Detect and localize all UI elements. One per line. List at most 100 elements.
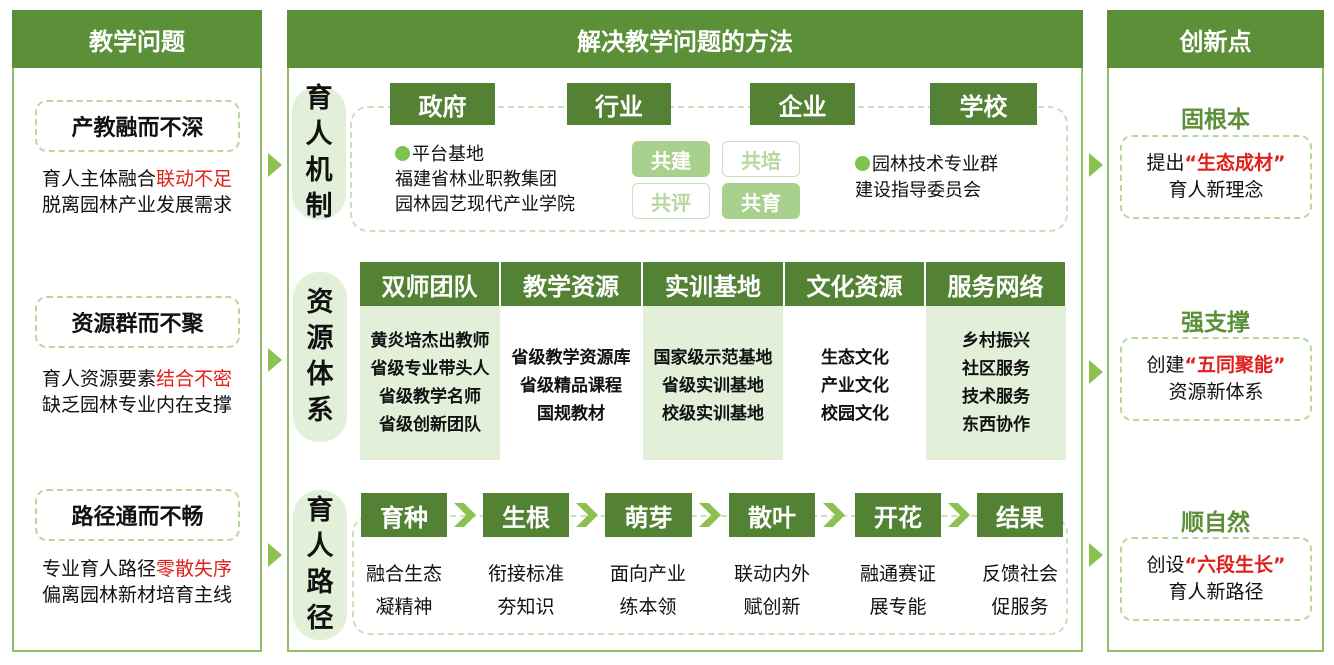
resource-head: 服务网络	[926, 262, 1065, 306]
arrow-right-icon	[268, 348, 282, 372]
resource-item: 东西协作	[962, 415, 1030, 435]
resource-column: 省级教学资源库省级精品课程国规教材	[501, 306, 641, 460]
char: 径	[306, 603, 334, 634]
pill-co-build: 共建	[632, 141, 710, 177]
innovation-title: 顺自然	[1181, 510, 1250, 536]
committee-text: 园林技术专业群	[872, 154, 998, 175]
problem-title: 资源群而不聚	[35, 296, 240, 348]
resource-column: 国家级示范基地省级实训基地校级实训基地	[643, 306, 783, 460]
problem-desc: 偏离园林新材培育主线	[41, 584, 232, 606]
resource-head: 实训基地	[643, 262, 783, 306]
char: 系	[306, 395, 334, 426]
resources-label: 资源体系	[293, 272, 347, 442]
mechanism-container	[350, 106, 1068, 232]
highlight-text: “五同聚能”	[1184, 354, 1286, 376]
step-desc: 反馈社会促服务	[965, 558, 1075, 624]
highlight-text: 结合不密	[156, 368, 233, 390]
text: 创建	[1146, 354, 1185, 376]
resource-item: 省级实训基地	[662, 376, 764, 396]
resource-item: 产业文化	[821, 376, 889, 396]
step-line: 融通赛证	[859, 563, 936, 585]
resource-column: 黄炎培杰出教师省级专业带头人省级教学名师省级创新团队	[360, 306, 500, 460]
resource-head: 文化资源	[785, 262, 924, 306]
problem-desc: 专业育人路径零散失序	[12, 554, 262, 581]
resource-item: 校园文化	[821, 404, 889, 424]
path-container	[352, 515, 1068, 635]
step-line: 赋创新	[743, 596, 801, 618]
step-line: 夯知识	[497, 596, 555, 618]
text: 育人资源要素	[41, 368, 156, 390]
char: 机	[305, 155, 333, 186]
step-desc: 融通赛证展专能	[843, 558, 953, 624]
arrow-right-icon	[268, 153, 282, 177]
resource-item: 省级教学资源库	[511, 348, 631, 368]
problem-title: 路径通而不畅	[35, 489, 240, 541]
resource-item: 校级实训基地	[662, 404, 764, 424]
step-desc: 面向产业练本领	[593, 558, 703, 624]
arrow-right-icon	[1089, 543, 1103, 567]
methods-header: 解决教学问题的方法	[287, 10, 1083, 68]
char: 源	[306, 323, 334, 354]
char: 体	[306, 359, 334, 390]
step-line: 衔接标准	[487, 563, 564, 585]
problem-desc: 缺乏园林专业内在支撑	[41, 394, 232, 416]
resource-item: 省级创新团队	[379, 415, 481, 435]
mechanism-label: 育人机制	[292, 83, 346, 222]
char: 制	[305, 191, 333, 222]
text: 育人新路径	[1168, 581, 1264, 603]
step-tag: 生根	[483, 493, 569, 537]
platform-block: 平台基地 福建省林业职教集团 园林园艺现代产业学院	[395, 142, 575, 217]
innovations-header: 创新点	[1107, 10, 1324, 68]
highlight-text: “六段生长”	[1184, 554, 1286, 576]
resource-item: 乡村振兴	[962, 331, 1030, 351]
pill-co-train: 共培	[722, 141, 800, 177]
step-line: 联动内外	[733, 563, 810, 585]
text: 专业育人路径	[41, 558, 156, 580]
platform-title: 平台基地	[412, 144, 484, 165]
problem-title: 产教融而不深	[35, 100, 240, 152]
text: 创设	[1146, 554, 1185, 576]
resource-item: 生态文化	[821, 348, 889, 368]
tag-government: 政府	[390, 83, 495, 125]
step-line: 融合生态	[365, 563, 442, 585]
innovation-title: 强支撑	[1181, 310, 1250, 336]
step-line: 练本领	[619, 596, 677, 618]
step-tag: 开花	[855, 493, 941, 537]
resource-head: 教学资源	[501, 262, 641, 306]
path-label: 育人路径	[293, 490, 347, 640]
resource-column: 生态文化产业文化校园文化	[785, 306, 925, 460]
highlight-text: 零散失序	[156, 558, 233, 580]
char: 资	[306, 287, 334, 318]
tag-industry: 行业	[567, 83, 671, 125]
innovation-title: 固根本	[1181, 107, 1250, 133]
resource-column: 乡村振兴社区服务技术服务东西协作	[926, 306, 1066, 460]
innovation-box: 创建“五同聚能” 资源新体系	[1120, 337, 1312, 421]
char: 路	[306, 567, 334, 598]
methods-panel: 解决教学问题的方法	[287, 10, 1083, 652]
problems-header: 教学问题	[12, 10, 262, 68]
bullet-dot-icon	[855, 156, 870, 171]
tag-enterprise: 企业	[750, 83, 855, 125]
step-desc: 联动内外赋创新	[717, 558, 827, 624]
step-desc: 衔接标准夯知识	[471, 558, 581, 624]
platform-item: 园林园艺现代产业学院	[395, 194, 575, 215]
char: 人	[305, 119, 333, 150]
char: 育	[306, 495, 334, 526]
pill-co-educate: 共育	[722, 183, 800, 219]
text: 资源新体系	[1168, 381, 1264, 403]
step-line: 促服务	[991, 596, 1049, 618]
problem-desc: 育人主体融合联动不足	[12, 164, 262, 191]
step-desc: 融合生态凝精神	[349, 558, 459, 624]
problem-desc: 脱离园林产业发展需求	[41, 194, 232, 216]
tag-school: 学校	[930, 83, 1037, 125]
pill-co-evaluate: 共评	[632, 183, 710, 219]
step-line: 凝精神	[375, 596, 433, 618]
resource-head: 双师团队	[360, 262, 499, 306]
innovations-panel: 创新点	[1107, 10, 1324, 652]
step-tag: 散叶	[729, 493, 815, 537]
platform-item: 福建省林业职教集团	[395, 169, 557, 190]
resource-item: 省级专业带头人	[370, 359, 490, 379]
arrow-right-icon	[1089, 153, 1103, 177]
resource-item: 黄炎培杰出教师	[370, 331, 490, 351]
innovation-box: 创设“六段生长” 育人新路径	[1120, 537, 1312, 621]
